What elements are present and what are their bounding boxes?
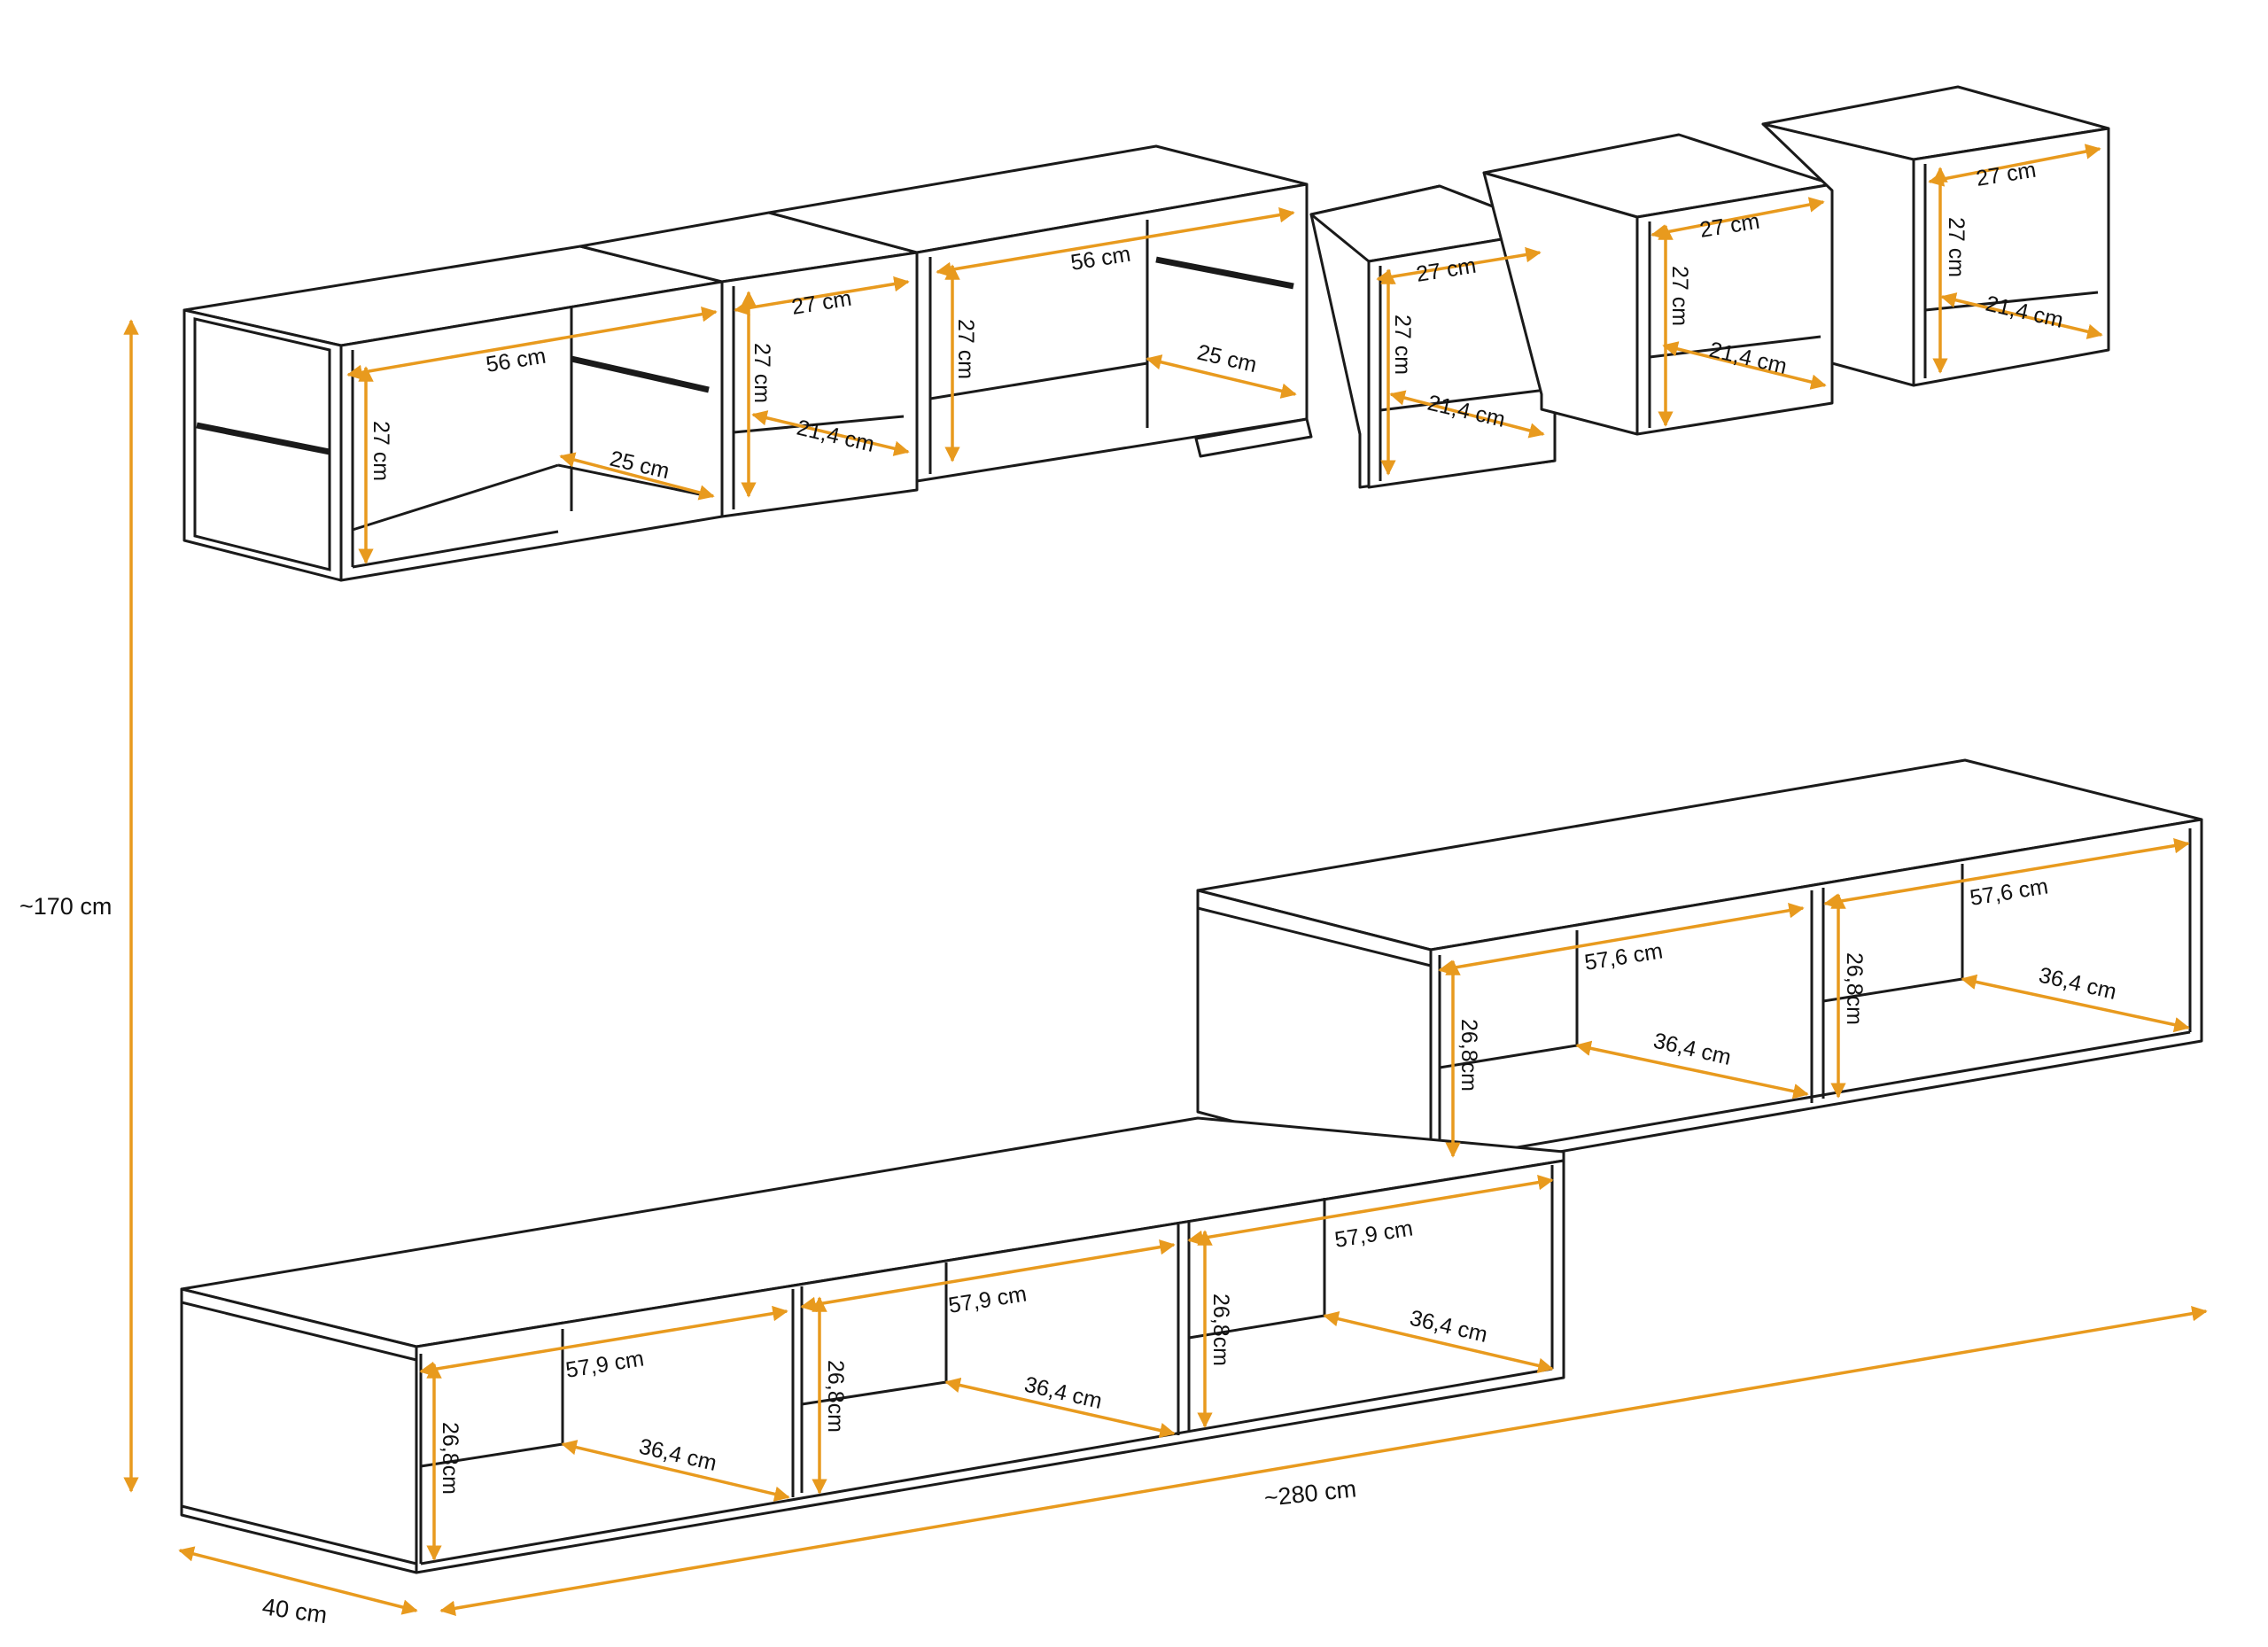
tv-cabinet-lower bbox=[180, 1116, 1565, 1574]
dimension-label: 26,8cm bbox=[1456, 1019, 1481, 1092]
dimension-arrow bbox=[346, 307, 718, 380]
dimension-arrow bbox=[1940, 292, 2103, 339]
dimension-label: 27 cm bbox=[1944, 217, 1969, 277]
dimension-label: 27 cm bbox=[953, 319, 978, 379]
dimension-arrow bbox=[1662, 341, 1827, 390]
label-height-total: ~170 cm bbox=[19, 893, 112, 920]
dimension-arrow bbox=[419, 1305, 788, 1378]
dimension-label: 27 cm bbox=[750, 343, 774, 403]
dimension-label: 26,8cm bbox=[1842, 952, 1867, 1025]
label-depth-total: 40 cm bbox=[260, 1593, 329, 1628]
dimension-arrow bbox=[1961, 974, 2190, 1033]
dimension-label: 26,8cm bbox=[438, 1422, 462, 1495]
dimension-arrow bbox=[800, 1239, 1176, 1313]
dimension-arrow bbox=[1438, 903, 1805, 975]
dim-depth-total bbox=[178, 1546, 418, 1615]
dimension-arrow bbox=[1389, 390, 1545, 439]
dimension-arrow bbox=[1187, 1174, 1554, 1247]
dimension-arrow bbox=[1928, 144, 2101, 187]
dimension-lines bbox=[123, 144, 2208, 1616]
dim-width-total bbox=[439, 1306, 2208, 1616]
wall-shelf-long-left bbox=[183, 245, 724, 582]
dimension-arrow bbox=[1823, 837, 2190, 910]
dimension-label: 26,8cm bbox=[1208, 1294, 1233, 1366]
dimension-label: 27 cm bbox=[369, 421, 393, 481]
dimension-label: 26,8cm bbox=[823, 1360, 848, 1433]
dimension-arrow bbox=[1651, 197, 1825, 240]
dimension-arrow bbox=[936, 206, 1295, 278]
dimension-arrow bbox=[1323, 1311, 1554, 1373]
label-width-total: ~280 cm bbox=[1262, 1475, 1357, 1511]
dimension-label: 27 cm bbox=[1667, 266, 1692, 326]
dimension-arrow bbox=[944, 1377, 1176, 1439]
dimension-arrow bbox=[1376, 246, 1542, 285]
dimension-arrow bbox=[561, 1440, 790, 1502]
dimension-arrow bbox=[1575, 1040, 1809, 1099]
dimension-arrow bbox=[559, 452, 715, 501]
dimension-arrow bbox=[751, 410, 910, 456]
dimension-label: 27 cm bbox=[1390, 315, 1415, 375]
dimension-arrow bbox=[1146, 354, 1297, 399]
dimension-arrow bbox=[734, 276, 910, 316]
